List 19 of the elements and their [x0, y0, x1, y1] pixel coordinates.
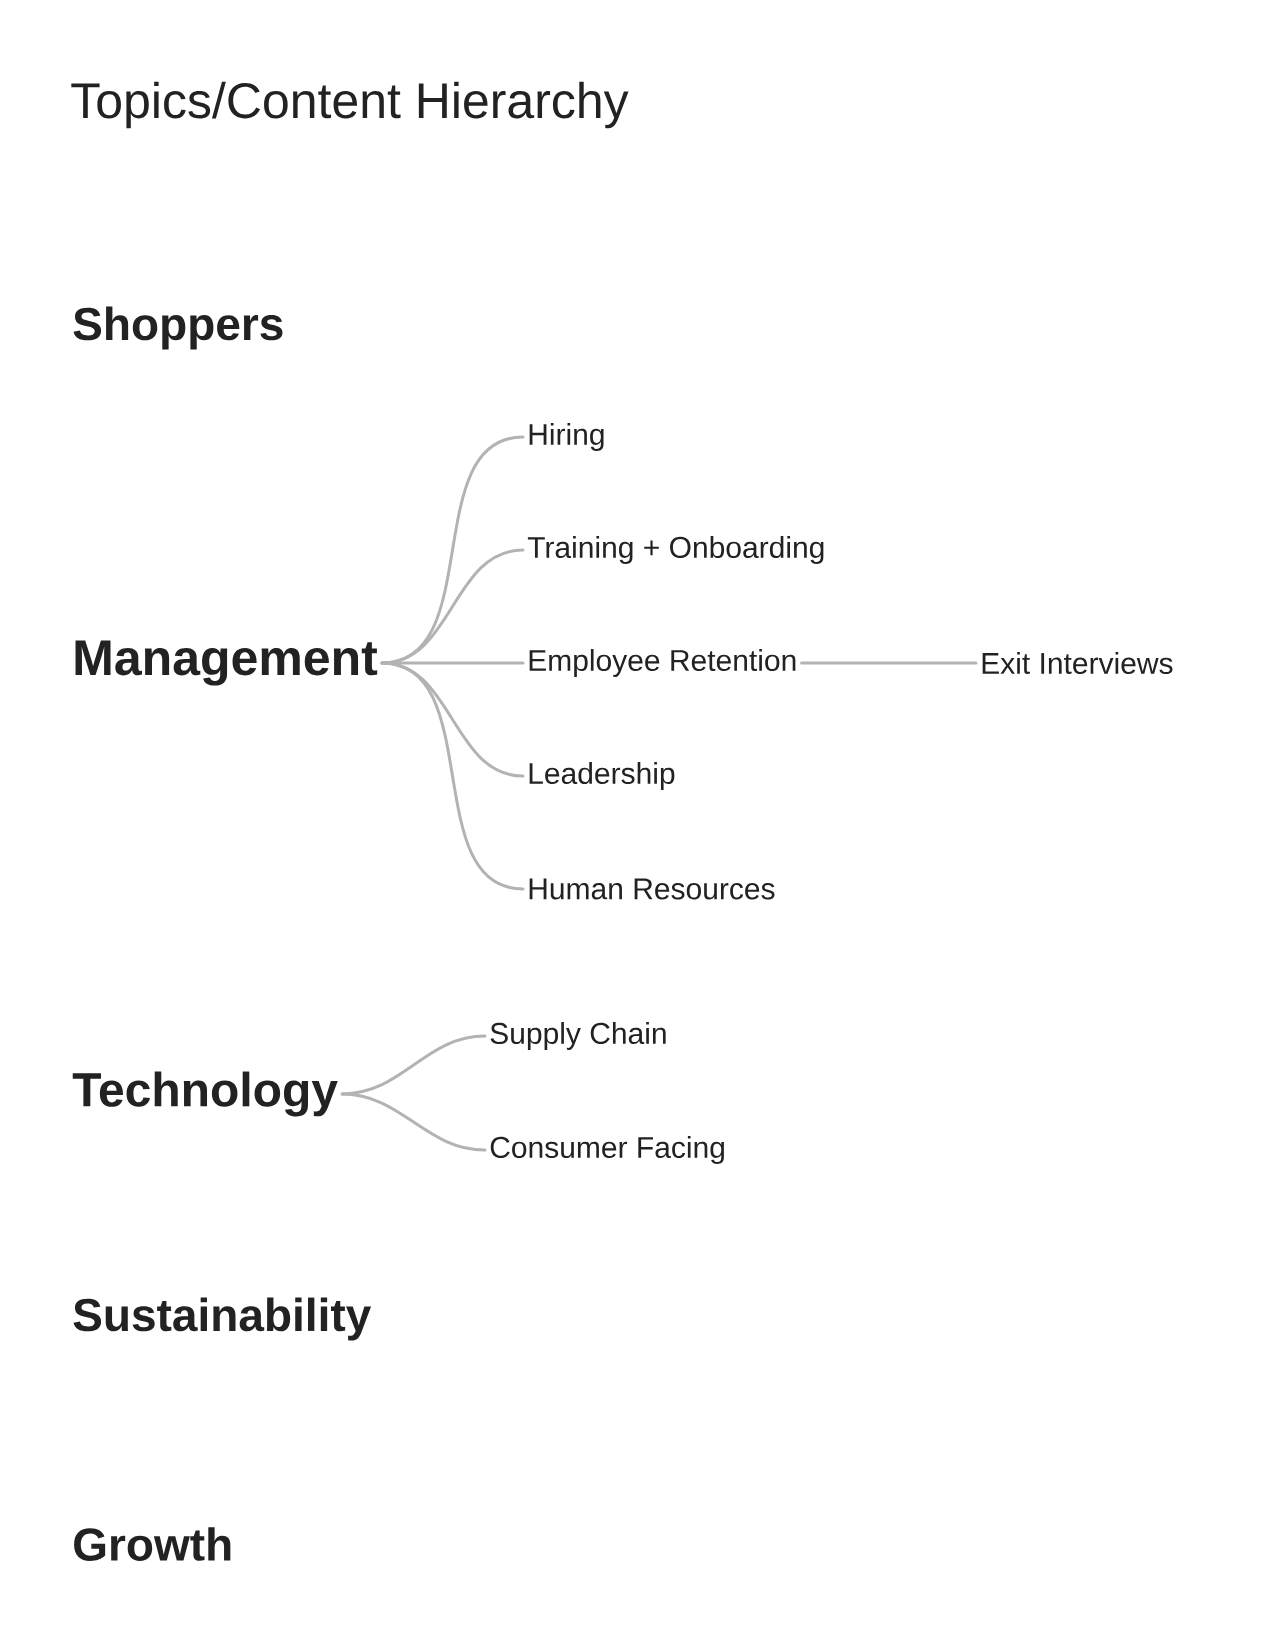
subtopic-label: Supply Chain: [490, 1022, 666, 1050]
subtopic-label: Employee Retention: [529, 649, 796, 677]
connector-line: [800, 661, 978, 665]
title: Topics/Content Hierarchy: [71, 81, 629, 129]
connector-line: [380, 548, 525, 665]
topic-heading: Shoppers: [73, 306, 283, 350]
subtopic-label: Hiring: [529, 423, 604, 451]
subtopic-label: Training + Onboarding: [527, 536, 824, 564]
topic-heading: Management: [75, 640, 378, 686]
topic-heading: Growth: [74, 1527, 231, 1561]
topic-heading: Technology: [72, 1071, 338, 1117]
connector-line: [380, 661, 525, 891]
subtopic-label: Human Resources: [529, 878, 775, 900]
subtopic-label: Consumer Facing: [490, 1136, 724, 1164]
subtopic-label: Leadership: [529, 762, 675, 790]
subtopic-label: Exit Interviews: [982, 652, 1173, 675]
connector-line: [340, 1034, 487, 1096]
topic-heading: Sustainability: [73, 1297, 372, 1341]
connector-line: [340, 1092, 487, 1152]
